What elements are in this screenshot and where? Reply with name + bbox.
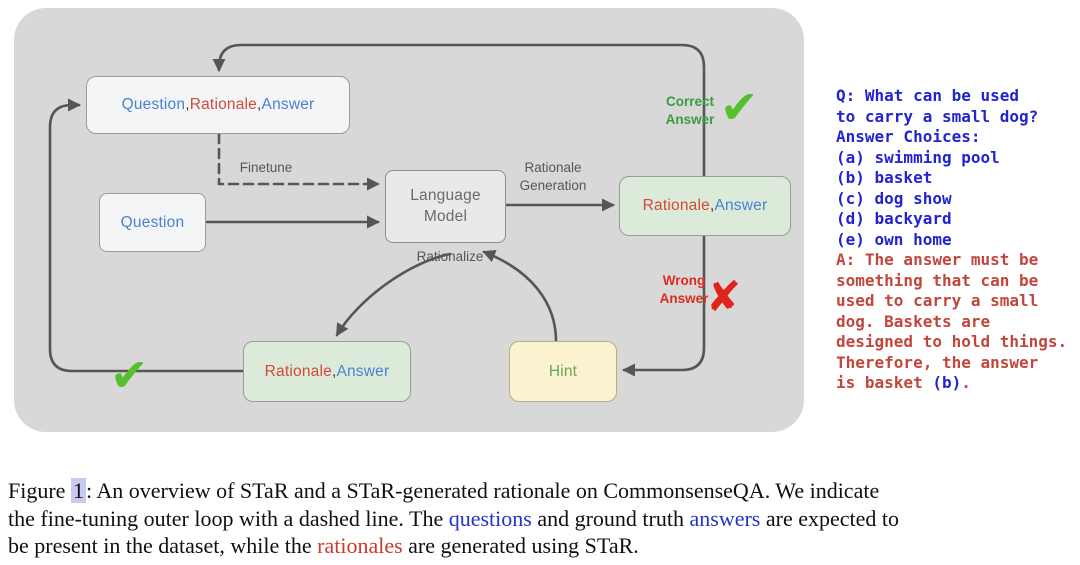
qa-question-text: Q: What can be used to carry a small dog… bbox=[836, 86, 1039, 249]
rationale-generation-label: Rationale Generation bbox=[519, 160, 587, 193]
qra-sep2: , bbox=[257, 96, 262, 113]
rationalize-label: Rationalize bbox=[416, 249, 484, 264]
caption-part1: : An overview of STaR and a STaR-generat… bbox=[8, 478, 880, 531]
ra-bottom-rationale-text: Rationale bbox=[264, 362, 332, 380]
ra-bottom-answer-text: Answer bbox=[336, 362, 390, 380]
arrow-outer-training-loop bbox=[48, 98, 245, 373]
ra-bottom-sep: , bbox=[331, 362, 337, 380]
ra-right-rationale-text: Rationale bbox=[642, 197, 710, 214]
caption-part3: are expected to be present in the datase… bbox=[8, 505, 900, 559]
qa-answer-choice: (b) bbox=[932, 373, 962, 392]
caption-part2: and ground truth bbox=[531, 505, 690, 531]
question-box: Question bbox=[99, 193, 206, 252]
arrow-hint-to-lm bbox=[482, 249, 558, 343]
qa-answer-rationale: A: The answer must be something that can… bbox=[836, 250, 1068, 392]
arrow-wrong-answer-to-hint bbox=[622, 234, 706, 377]
ra-right-sep: , bbox=[709, 197, 715, 214]
qra-rationale-text: Rationale bbox=[189, 96, 258, 113]
arrow-lm-rationalize-to-box bbox=[335, 252, 452, 337]
qra-sep1: , bbox=[185, 96, 190, 113]
arrow-correct-answer-loop bbox=[212, 43, 706, 178]
ra-right-answer-text: Answer bbox=[714, 197, 768, 214]
qa-example-panel: Q: What can be used to carry a small dog… bbox=[836, 86, 1080, 394]
caption-figure-word: Figure bbox=[8, 478, 71, 503]
caption-rationales-word: rationales bbox=[317, 533, 403, 558]
question-rationale-answer-box: Question, Rationale, Answer bbox=[86, 76, 350, 134]
caption-questions-word: questions bbox=[448, 505, 532, 531]
diagram-panel: Question, Rationale, Answer Question Lan… bbox=[14, 8, 804, 432]
figure-number-link[interactable]: 1 bbox=[70, 478, 86, 503]
correct-answer-label: Correct Answer bbox=[665, 94, 715, 127]
diagram-arrows bbox=[48, 43, 706, 377]
cross-icon: ✘ bbox=[706, 272, 742, 321]
hint-box-label: Hint bbox=[548, 362, 578, 380]
language-model-box: Language Model bbox=[385, 170, 506, 243]
qa-answer-text: A: The answer must be something that can… bbox=[836, 250, 1080, 394]
question-box-label: Question bbox=[120, 213, 185, 231]
arrow-finetune-dashed bbox=[217, 132, 380, 191]
qra-question-text: Question bbox=[121, 96, 186, 113]
rationale-answer-box-bottom: Rationale, Answer bbox=[243, 341, 411, 402]
caption-part4: are generated using STaR. bbox=[402, 533, 639, 558]
figure-caption: Figure 1: An overview of STaR and a STaR… bbox=[8, 477, 1074, 560]
qa-answer-period: . bbox=[961, 373, 971, 392]
check-icon: ✔ bbox=[720, 80, 759, 134]
finetune-label: Finetune bbox=[239, 160, 293, 175]
rationale-answer-box-right: Rationale, Answer bbox=[619, 176, 791, 236]
check-icon: ✔ bbox=[110, 348, 149, 402]
wrong-answer-label: Wrong Answer bbox=[659, 273, 709, 306]
hint-box: Hint bbox=[509, 341, 617, 402]
qra-answer-text: Answer bbox=[261, 96, 315, 113]
caption-answers-word: answers bbox=[689, 505, 761, 531]
